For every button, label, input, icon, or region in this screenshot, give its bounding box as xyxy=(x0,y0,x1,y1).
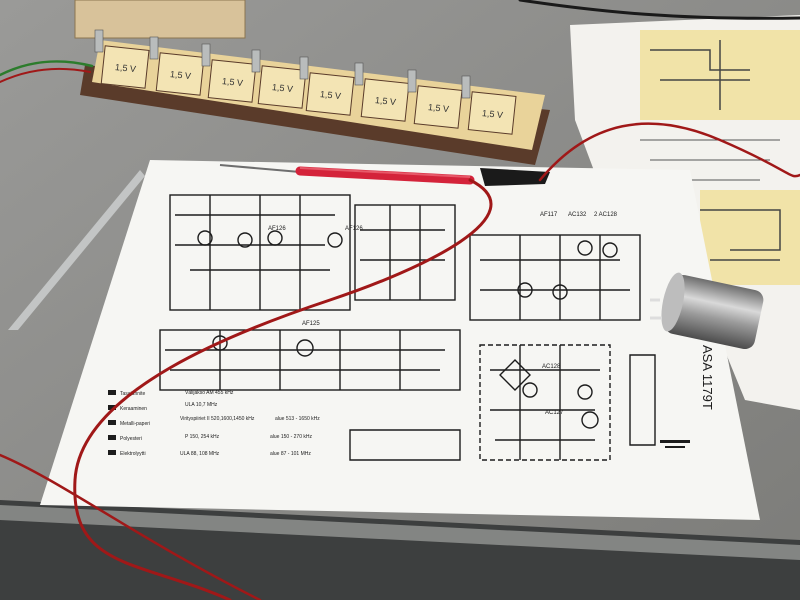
pcb-layout-print xyxy=(640,30,800,285)
battery-cell xyxy=(305,72,355,116)
bench-rail xyxy=(0,505,800,560)
electrolytic-capacitor xyxy=(650,272,764,350)
tweezers xyxy=(8,170,145,330)
legend-key: Elektrolyytti xyxy=(120,451,146,457)
cell-voltage-label: 1,5 V xyxy=(375,95,397,107)
legend-symbol xyxy=(108,450,116,455)
cell-voltage-label: 1,5 V xyxy=(222,76,244,88)
transistor-label: AF126 xyxy=(345,226,363,232)
transistor-label: AC127 xyxy=(545,410,564,416)
battery-contact xyxy=(251,49,261,73)
battery-holder: 1,5 V 1,5 V 1,5 V 1,5 V 1,5 V 1,5 V 1,5 V 1,5 V xyxy=(80,29,550,165)
battery-cell xyxy=(413,85,463,129)
legend-text: alue 150 - 270 kHz xyxy=(270,434,312,440)
black-clip xyxy=(480,168,550,186)
model-label: ASA 1179T xyxy=(700,345,715,410)
legend-key: Keraaminen xyxy=(120,406,147,412)
battery-cell xyxy=(207,59,257,103)
legend-text: alue 87 - 101 MHz xyxy=(270,451,311,457)
legend-symbol xyxy=(108,435,116,440)
battery-contact xyxy=(354,62,364,86)
cell-voltage-label: 1,5 V xyxy=(272,82,294,94)
circuit-schematic xyxy=(159,194,656,461)
legend-symbol xyxy=(108,420,116,425)
wooden-box xyxy=(74,0,246,39)
cell-voltage-label: 1,5 V xyxy=(482,108,504,120)
legend-text: ULA 88, 108 MHz xyxy=(180,451,220,457)
legend-text: Välijakso AM 455 kHz xyxy=(185,390,234,396)
cell-voltage-label: 1,5 V xyxy=(320,89,342,101)
schematic-ground-marks xyxy=(660,440,690,448)
battery-contact xyxy=(94,29,104,53)
battery-contact xyxy=(461,75,471,99)
legend-text: P 150, 254 kHz xyxy=(185,434,220,440)
legend-text: ULA 10,7 MHz xyxy=(185,402,218,408)
battery-cell xyxy=(100,45,150,89)
red-test-probe xyxy=(219,164,475,185)
battery-cell xyxy=(155,52,205,96)
transistor-label: AC128 xyxy=(542,364,561,370)
battery-contact xyxy=(201,43,211,67)
legend-text: alue 513 - 1650 kHz xyxy=(275,416,320,422)
legend-symbol xyxy=(108,390,116,395)
transistor-label: AF117 xyxy=(540,212,558,218)
legend-text: Virityspiiriet II 520,1600,1450 kHz xyxy=(180,416,255,422)
transistor-label: 2 AC128 xyxy=(594,212,618,218)
legend-symbol xyxy=(108,405,116,410)
legend-key: Metalli-paperi xyxy=(120,421,150,427)
battery-contact xyxy=(299,56,309,80)
cell-voltage-label: 1,5 V xyxy=(115,62,137,74)
legend-key: Polyesteri xyxy=(120,436,142,442)
cell-voltage-label: 1,5 V xyxy=(170,69,192,81)
battery-contact xyxy=(149,36,159,60)
battery-cell xyxy=(257,65,307,109)
transistor-label: AF126 xyxy=(268,226,286,232)
battery-contact xyxy=(407,69,417,93)
battery-cell xyxy=(360,78,410,122)
transistor-label: AC132 xyxy=(568,212,587,218)
cell-voltage-label: 1,5 V xyxy=(428,102,450,114)
transistor-label: AF125 xyxy=(302,321,320,327)
battery-cell xyxy=(467,91,517,135)
